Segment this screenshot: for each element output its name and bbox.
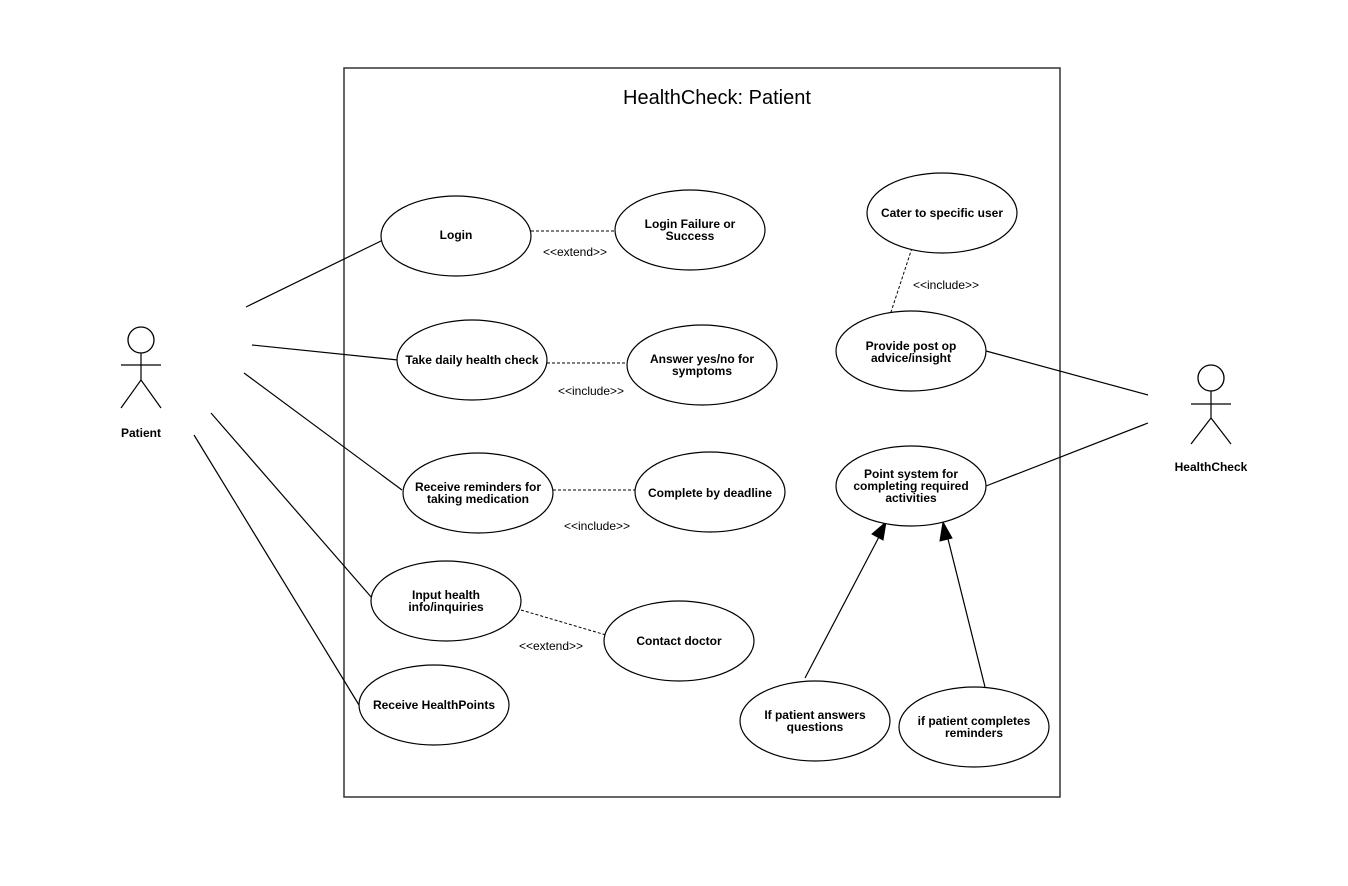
assoc-patient-login [245,239,384,308]
use-case-deadline: Complete by deadline [634,451,786,533]
use-case-login: Login [380,195,532,277]
use-case-post-op: Provide post op advice/insight [835,310,987,392]
use-case-answers-questions-label-1: If patient answers [764,708,866,722]
label-login-extend: <<extend>> [543,245,607,259]
patient-associations [193,239,403,706]
label-daily-include: <<include>> [558,384,624,398]
assoc-patient-health-points [193,434,360,706]
extend-input-line [520,609,607,636]
use-case-login-result: Login Failure or Success [614,189,766,271]
generalization-reminders-arrowhead [939,520,953,542]
use-case-answers-questions-label-2: questions [787,720,844,734]
use-case-reminders-label-2: taking medication [427,492,529,506]
assoc-healthcheck-post-op [985,350,1149,396]
use-case-answer-symptoms-label-1: Answer yes/no for [650,352,754,366]
use-case-daily-check: Take daily health check [396,319,548,401]
label-post-op-include: <<include>> [913,278,979,292]
use-case-answers-questions: If patient answers questions [739,680,891,762]
use-case-input-info-label-1: Input health [412,588,480,602]
use-case-login-result-label-2: Success [666,229,715,243]
use-case-input-info-label-2: info/inquiries [408,600,484,614]
healthcheck-associations [985,350,1149,487]
use-case-point-system-label-3: activities [885,491,937,505]
use-case-point-system: Point system for completing required act… [835,445,987,527]
actor-healthcheck-label: HealthCheck [1175,460,1248,474]
use-case-daily-check-label: Take daily health check [405,353,538,367]
use-case-reminders: Receive reminders for taking medication [402,452,554,534]
use-case-point-system-label-1: Point system for [864,467,958,481]
system-boundary [343,67,1061,798]
system-title: HealthCheck: Patient [623,87,811,109]
use-case-answer-symptoms-label-2: symptoms [672,364,732,378]
use-case-point-system-label-2: completing required [853,479,968,493]
include-post-op-line [889,247,913,316]
actor-patient: Patient [120,326,162,440]
use-case-login-label: Login [440,228,473,242]
use-case-completes-reminders-label-2: reminders [945,726,1003,740]
dependency-lines [520,230,913,636]
use-case-input-info: Input health info/inquiries [370,560,522,642]
generalization-arrows [804,520,986,688]
use-case-cater-user: Cater to specific user [866,172,1018,254]
stick-figure-icon [120,326,162,409]
use-case-deadline-label: Complete by deadline [648,486,772,500]
use-case-cater-user-label: Cater to specific user [881,206,1003,220]
use-case-answer-symptoms: Answer yes/no for symptoms [626,324,778,406]
use-case-completes-reminders-label-1: if patient completes [918,714,1031,728]
use-case-post-op-label-1: Provide post op [866,339,957,353]
assoc-patient-input-info [210,412,373,599]
generalization-answers-arrowhead [871,520,887,541]
generalization-answers-line [804,534,881,679]
stick-figure-icon [1190,364,1232,445]
use-case-health-points: Receive HealthPoints [358,664,510,746]
use-case-reminders-label-1: Receive reminders for [415,480,541,494]
actor-patient-label: Patient [121,426,161,440]
use-case-login-result-label-1: Login Failure or [645,217,736,231]
use-case-contact-doctor-label: Contact doctor [636,634,722,648]
use-case-post-op-label-2: advice/insight [871,351,951,365]
use-case-contact-doctor: Contact doctor [603,600,755,682]
label-reminders-include: <<include>> [564,519,630,533]
assoc-healthcheck-point-system [985,422,1149,487]
label-input-extend: <<extend>> [519,639,583,653]
assoc-patient-daily-check [251,344,399,361]
actor-healthcheck: HealthCheck [1175,364,1248,474]
use-case-completes-reminders: if patient completes reminders [898,686,1050,768]
use-case-health-points-label: Receive HealthPoints [373,698,495,712]
generalization-reminders-line [946,534,986,688]
assoc-patient-reminders [243,372,403,491]
